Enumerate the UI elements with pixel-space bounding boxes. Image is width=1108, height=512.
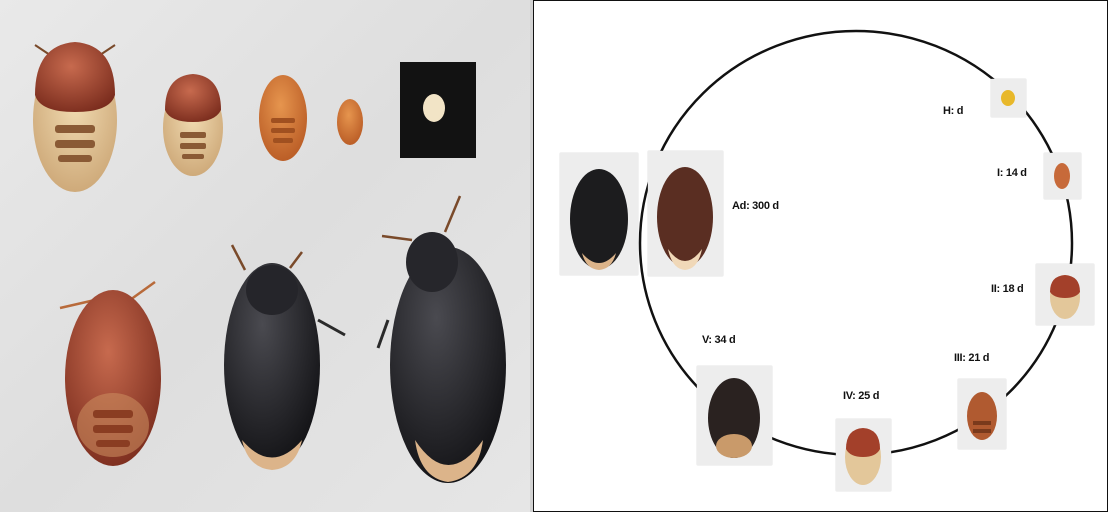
nymph-medium-top (163, 74, 223, 176)
instar-1-photo (1044, 153, 1081, 199)
stage-label-iv: IV: 25 d (843, 390, 879, 402)
adult-black-large (378, 196, 506, 483)
egg-on-card (400, 62, 476, 158)
adult-black-middle (224, 245, 345, 470)
life-cycle-diagram: H: d I: 14 d II: 18 d III: 21 d IV: 25 d… (533, 0, 1108, 512)
instar-5-photo (697, 366, 772, 465)
instar-4-photo (836, 419, 891, 491)
adult-photo-2 (648, 151, 723, 276)
egg-photo (991, 79, 1026, 117)
instar-2-photo (1036, 264, 1094, 325)
nymph-large-top (33, 42, 117, 192)
stage-label-iii: III: 21 d (954, 352, 989, 364)
stage-label-ad: Ad: 300 d (732, 200, 779, 212)
nymph-tiny (337, 99, 363, 145)
nymph-small-orange (259, 75, 307, 161)
instar-3-photo (958, 379, 1006, 449)
stage-label-ii: II: 18 d (991, 283, 1023, 295)
stage-label-v: V: 34 d (702, 334, 735, 346)
nymph-red-bottom (60, 282, 161, 466)
stage-label-h: H: d (943, 105, 963, 117)
specimen-photo (0, 0, 530, 512)
specimen-photo-drawing (0, 0, 530, 512)
adult-photo-1 (560, 153, 638, 275)
stage-label-i: I: 14 d (997, 167, 1027, 179)
